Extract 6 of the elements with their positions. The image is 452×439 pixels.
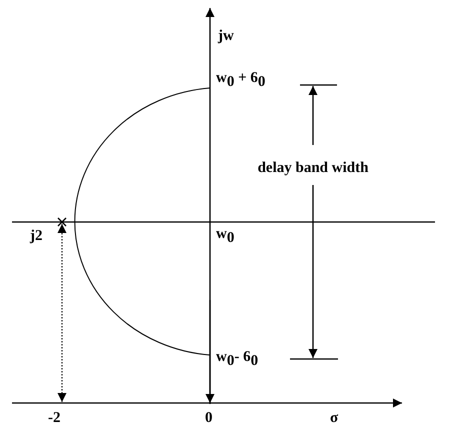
tick-label: 0 <box>205 410 212 426</box>
axis-label: jw <box>218 28 234 44</box>
point-label: j2 <box>30 228 42 244</box>
dimension-label: delay band width <box>258 160 368 176</box>
axis-label: σ <box>330 410 338 426</box>
tick-label: -2 <box>48 410 60 426</box>
